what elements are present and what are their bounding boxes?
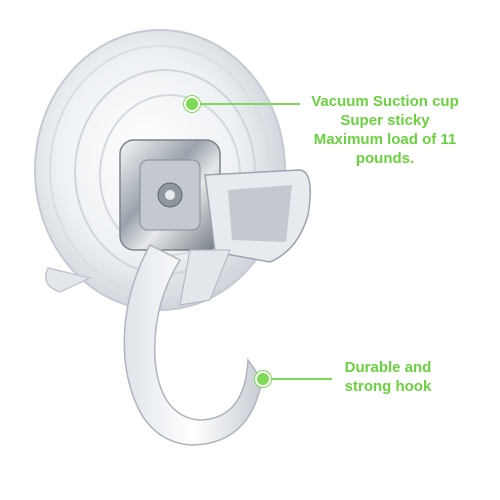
hook-callout-dot	[255, 371, 271, 387]
suction-callout-dot	[184, 96, 200, 112]
suction-callout-line-4: pounds.	[355, 150, 415, 167]
suction-callout-line	[190, 103, 300, 105]
hook-callout-text: Durable and strong hook	[333, 358, 443, 396]
suction-cup-tab	[45, 267, 93, 293]
hook-callout-line-2: strong hook	[344, 378, 432, 395]
hook-callout-line-1: Durable and	[344, 359, 432, 376]
hook-callout-line	[262, 378, 332, 380]
suction-callout-line-1: Vacuum Suction cup	[311, 93, 459, 110]
suction-callout-line-2: Super sticky	[340, 112, 430, 129]
suction-callout-text: Vacuum Suction cup Super sticky Maximum …	[300, 92, 470, 168]
suction-callout-line-3: Maximum load of 11	[313, 131, 457, 148]
